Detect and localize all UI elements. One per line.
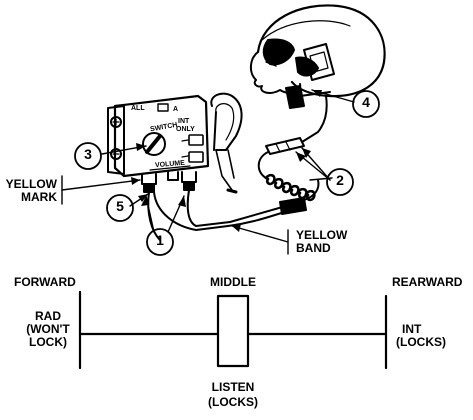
callout-5: 5 (116, 198, 124, 214)
callout-2: 2 (336, 172, 344, 188)
cables (147, 179, 320, 241)
rearward-label: REARWARD (392, 275, 463, 289)
arrowheads (131, 90, 322, 232)
helmet-icon (250, 4, 386, 143)
callout-circles (74, 90, 380, 256)
control-box (107, 94, 210, 193)
rad-label-3: LOCK) (29, 335, 67, 349)
callout-4: 4 (362, 94, 370, 110)
headset-cord (257, 137, 305, 179)
label-all: ALL (131, 105, 145, 112)
label-a: A (173, 106, 179, 113)
rad-label-1: RAD (35, 309, 61, 323)
yellow-mark-label-2: MARK (21, 190, 57, 204)
callout-3: 3 (84, 146, 92, 162)
rad-label-2: (WON'T (26, 322, 70, 336)
middle-label: MIDDLE (210, 275, 256, 289)
yellow-mark-label-1: YELLOW (5, 177, 57, 191)
coiled-cord (264, 173, 316, 202)
callout-1: 1 (156, 232, 164, 248)
label-only: ONLY (176, 126, 195, 133)
label-int: INT (178, 118, 190, 125)
switch-position-diagram (78, 290, 388, 370)
int-label-2: (LOCKS) (396, 335, 446, 349)
forward-label: FORWARD (14, 275, 76, 289)
yellow-band-label-1: YELLOW (296, 228, 348, 242)
int-label-1: INT (402, 322, 422, 336)
listen-label-2: (LOCKS) (208, 395, 258, 409)
microphone-loop-icon (210, 92, 243, 194)
yellow-band-label-2: BAND (296, 241, 331, 255)
listen-label-1: LISTEN (211, 380, 255, 394)
